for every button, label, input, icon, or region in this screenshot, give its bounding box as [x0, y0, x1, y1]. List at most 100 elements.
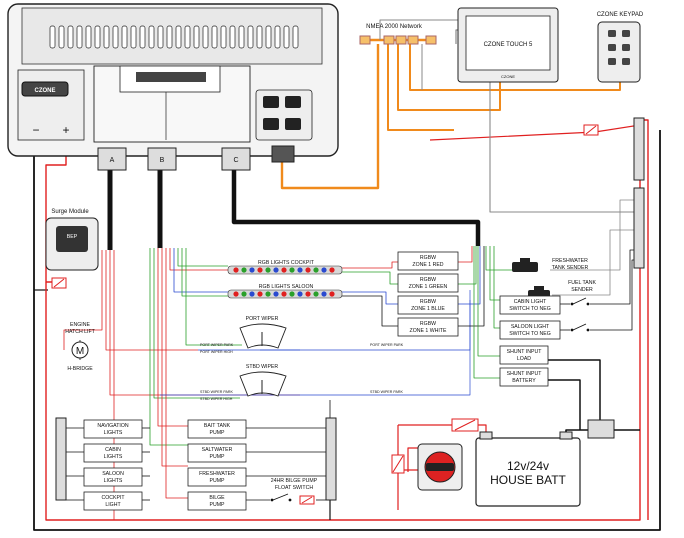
tank-senders: FRESHWATER TANK SENDER FUEL TANK SENDER — [512, 258, 596, 300]
zone-blue-box — [397, 295, 459, 315]
hbridge-label: H-BRIDGE — [67, 366, 93, 372]
rgb-saloon-label: RGB LIGHTS SALOON — [259, 284, 314, 290]
shunt-inputs: SHUNT INPUT LOAD SHUNT INPUT BATTERY — [499, 345, 615, 439]
controller-logo: CZONE — [35, 88, 56, 94]
czone-touch-display: CZONE TOUCH 5 CZONE — [457, 7, 559, 83]
shunt-load-wire — [548, 359, 601, 430]
light-loads: NAVIGATION LIGHTS CABIN LIGHTS SALOON LI… — [83, 419, 143, 511]
zone-red-line1: RGBW — [420, 255, 436, 261]
rgbw-zones: RGBW ZONE 1 RED RGBW ZONE 1 GREEN RGBW Z… — [397, 251, 459, 337]
saloon-lights-line1: SALOON — [102, 471, 124, 477]
port-wiper-park-label-2: PORT WIPER PARK — [370, 343, 404, 347]
neg-bus-loop — [33, 130, 661, 531]
nmea-port — [271, 145, 295, 163]
nav-lights-line1: NAVIGATION — [97, 423, 128, 429]
bus-bar-mid — [633, 187, 645, 269]
touch-label: CZONE TOUCH 5 — [484, 42, 533, 48]
nmea-drop-touch — [397, 44, 501, 111]
battery-voltage-label: 12v/24v — [507, 459, 549, 473]
rgb-lights: RGB LIGHTS COCKPIT RGB LIGHTS SALOON — [227, 260, 343, 299]
terminal-minus: − — [32, 123, 39, 137]
freshwater-pump-box — [187, 467, 247, 487]
surge-module: Surge Module BEP — [45, 209, 99, 289]
bilge-float-switch: 24HR BILGE PUMP FLOAT SWITCH — [270, 478, 318, 505]
zone-white-line2: ZONE 1 WHITE — [410, 328, 447, 334]
stbd-wiper-label: STBD WIPER — [246, 364, 279, 370]
wires — [13, 8, 661, 531]
controller-button[interactable] — [263, 118, 279, 130]
zone-blue-line1: RGBW — [420, 299, 436, 305]
freshwater-pump-line1: FRESHWATER — [199, 471, 235, 477]
bus-bar-lights — [55, 417, 67, 501]
port-wiper-icon — [239, 323, 287, 349]
pos-bus — [45, 119, 649, 521]
port-wiper-park-label: PORT WIPER PARK — [200, 343, 234, 347]
battery-name-label: HOUSE BATT — [490, 473, 566, 487]
fuel-sender-line1: FUEL TANK — [568, 280, 596, 286]
rgb-cockpit-label: RGB LIGHTS COCKPIT — [258, 260, 315, 266]
saloon-lights-box — [83, 467, 143, 487]
controller-button[interactable] — [285, 96, 301, 108]
freshwater-sender-line2: TANK SENDER — [552, 265, 589, 271]
shunt-battery-box — [499, 367, 549, 387]
light-switches: CABIN LIGHT SWITCH TO NEG SALOON LIGHT S… — [499, 295, 590, 340]
shunt-load-line1: SHUNT INPUT — [507, 349, 543, 355]
saloon-switch-symbol — [572, 323, 587, 331]
stbd-wiper-icon — [239, 371, 287, 397]
bilge-pump-box — [187, 491, 247, 511]
terminal-plus: + — [62, 123, 69, 137]
connector-b — [147, 147, 177, 171]
controller-button[interactable] — [285, 118, 301, 130]
cabin-switch-line1: CABIN LIGHT — [514, 299, 547, 305]
zone-white-line1: RGBW — [420, 321, 436, 327]
battery-section: 12v/24v HOUSE BATT — [391, 418, 581, 507]
freshwater-pump-line2: PUMP — [210, 478, 226, 484]
bilge-pump-line2: PUMP — [210, 502, 226, 508]
shunt-battery-line2: BATTERY — [512, 378, 536, 384]
shunt-load-line2: LOAD — [517, 356, 531, 362]
keypad-button[interactable] — [608, 44, 616, 51]
keypad-button[interactable] — [622, 44, 630, 51]
freshwater-sender-icon — [512, 262, 538, 272]
motor-label-2: HATCH LIFT — [65, 329, 95, 335]
bus-bars — [55, 117, 645, 501]
bait-pump-box — [187, 419, 247, 439]
bus-bar-top — [633, 117, 645, 181]
touch-brand: CZONE — [501, 74, 515, 79]
bilge-switch-line1: 24HR BILGE PUMP — [271, 478, 318, 484]
shunt-battery-line1: SHUNT INPUT — [507, 371, 543, 377]
zone-white-box — [397, 317, 459, 337]
saltwater-pump-line1: SALTWATER — [202, 447, 233, 453]
rgb-leds — [233, 267, 335, 297]
saloon-switch-line2: SWITCH TO NEG — [509, 331, 551, 337]
saloon-switch-line1: SALOON LIGHT — [511, 324, 550, 330]
connector-b-label: B — [160, 157, 165, 164]
keypad-button[interactable] — [608, 30, 616, 37]
bait-pump-line2: PUMP — [210, 430, 226, 436]
nmea-drop-1 — [387, 44, 454, 131]
saloon-lights-line2: LIGHTS — [104, 478, 123, 484]
touch-screen — [465, 15, 551, 71]
zone-blue-line2: ZONE 1 BLUE — [411, 306, 445, 312]
nav-lights-line2: LIGHTS — [104, 430, 123, 436]
keypad-button[interactable] — [622, 58, 630, 65]
zone-green-line1: RGBW — [420, 277, 436, 283]
shunt-load-box — [499, 345, 549, 365]
surge-label: Surge Module — [51, 209, 89, 215]
port-wiper-label: PORT WIPER — [246, 316, 279, 322]
controller-button[interactable] — [263, 96, 279, 108]
keypad-button[interactable] — [622, 30, 630, 37]
surge-brand: BEP — [67, 234, 78, 240]
keypad-button[interactable] — [608, 58, 616, 65]
cabin-lights-line1: CABIN — [105, 447, 121, 453]
bait-pump-line1: BAIT TANK — [204, 423, 231, 429]
gray-sensor-feed — [489, 60, 640, 213]
freshwater-sender-line1: FRESHWATER — [552, 258, 588, 264]
saloon-switch-box — [499, 320, 561, 340]
cabin-switch-box — [499, 295, 561, 315]
czone-controller: CZONE − + A B C — [7, 3, 339, 171]
zone-red-line2: ZONE 1 RED — [412, 262, 443, 268]
bilge-pump-line1: BILGE — [209, 495, 225, 501]
stbd-wiper-high-label: STBD WIPER HIGH — [200, 397, 233, 401]
